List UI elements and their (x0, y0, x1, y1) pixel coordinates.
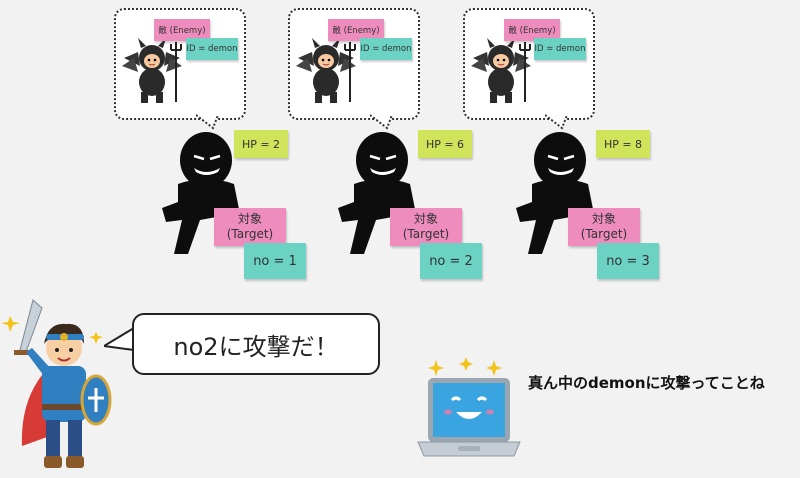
bubble-tail (196, 114, 219, 130)
laptop-icon (417, 357, 521, 457)
target-label-en: (Target) (226, 227, 274, 241)
id-label-note: ID = demon (360, 38, 412, 60)
target-label-en: (Target) (580, 227, 628, 241)
hero-icon (1, 299, 112, 468)
hero-speech-bubble: no2に攻撃だ！ (132, 313, 380, 375)
number-note: no = 2 (420, 243, 482, 279)
shadow-enemy-icon (516, 132, 596, 254)
id-label-note: ID = demon (186, 38, 238, 60)
target-note: 対象 (Target) (568, 208, 640, 246)
bubble-tail (545, 114, 568, 130)
number-note: no = 1 (244, 243, 306, 279)
demon-icon (122, 38, 182, 103)
demon-icon (296, 38, 356, 103)
shadow-enemy-icon (338, 132, 418, 254)
target-label-ja: 対象 (237, 212, 262, 226)
computer-thought-caption: 真ん中のdemonに攻撃ってことね (528, 374, 765, 392)
id-label-note: ID = demon (534, 38, 586, 60)
hp-note: HP = 8 (596, 130, 650, 158)
target-note: 対象 (Target) (390, 208, 462, 246)
enemy-label-note: 敵 (Enemy) (328, 19, 384, 41)
sparkle-icon (428, 360, 444, 376)
enemy-label-note: 敵 (Enemy) (154, 19, 210, 41)
sparkle-icon (1, 316, 20, 332)
hp-note: HP = 6 (418, 130, 472, 158)
hp-note: HP = 2 (234, 130, 288, 158)
target-label-ja: 対象 (591, 212, 616, 226)
sparkle-icon (89, 332, 103, 344)
sparkle-icon (459, 357, 473, 371)
speech-bubble-tail (104, 327, 135, 351)
demon-icon (471, 38, 531, 103)
target-label-ja: 対象 (413, 212, 438, 226)
target-label-en: (Target) (402, 227, 450, 241)
bubble-tail (370, 114, 393, 130)
shadow-enemy-icon (162, 132, 242, 254)
sparkle-icon (486, 360, 502, 376)
target-note: 対象 (Target) (214, 208, 286, 246)
number-note: no = 3 (597, 243, 659, 279)
enemy-label-note: 敵 (Enemy) (504, 19, 560, 41)
